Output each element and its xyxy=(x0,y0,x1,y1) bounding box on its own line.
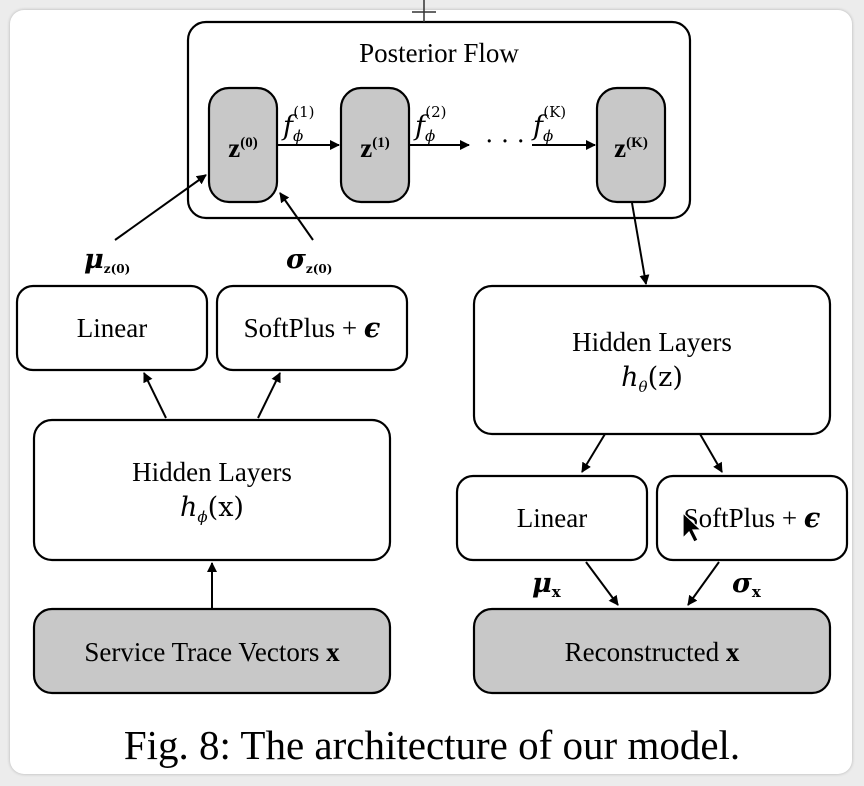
encoder-linear-label: Linear xyxy=(77,313,147,343)
posterior-flow-box xyxy=(186,20,692,220)
output-reconstructed-label: Reconstructed x xyxy=(565,637,740,667)
encoder-softplus-label: SoftPlus + ϵ xyxy=(244,313,381,344)
latent-node-zK-label: z(K) xyxy=(614,133,648,163)
input-service-trace-box xyxy=(32,607,392,695)
enc-hidden-to-softplus-arrow xyxy=(257,372,281,419)
decoder-softplus-box xyxy=(655,474,849,562)
output-reconstructed-box xyxy=(472,607,832,695)
dec-hidden-to-softplus-arrow xyxy=(699,433,723,473)
latent-node-z1-label: z(1) xyxy=(360,133,389,163)
dec-linear-to-output-arrow xyxy=(585,561,619,606)
encoder-hidden-title: Hidden Layers xyxy=(132,457,292,487)
sigma-to-z0-arrow xyxy=(279,192,314,241)
transform-label-K: fϕ(K) xyxy=(531,103,566,145)
sigma-x-label: σx xyxy=(732,568,762,601)
encoder-hidden-layers-box xyxy=(32,418,392,562)
decoder-softplus-label: SoftPlus + ϵ xyxy=(684,503,821,534)
decoder-hidden-fn: hθ(z) xyxy=(621,362,683,396)
mu-to-z0-arrow xyxy=(114,174,207,241)
crosshair-cursor-icon xyxy=(412,0,436,22)
enc-hidden-to-linear-arrow xyxy=(143,372,167,419)
posterior-flow-title: Posterior Flow xyxy=(359,38,519,68)
dec-hidden-to-linear-arrow xyxy=(581,433,606,473)
encoder-linear-box xyxy=(15,284,209,372)
transform-label-1: fϕ(1) xyxy=(281,103,314,145)
zK-to-dec-hidden-arrow xyxy=(631,202,650,285)
flow-ellipsis: · · · xyxy=(485,126,525,156)
mu-z0-label: μz(0) xyxy=(84,244,130,276)
decoder-hidden-layers-box xyxy=(472,284,832,436)
latent-node-zK xyxy=(595,86,667,204)
encoder-softplus-box xyxy=(215,284,409,372)
decoder-hidden-title: Hidden Layers xyxy=(572,327,732,357)
sigma-z0-label: σz(0) xyxy=(286,244,332,276)
latent-node-z0-label: z(0) xyxy=(228,133,257,163)
decoder-linear-label: Linear xyxy=(517,503,587,533)
dec-softplus-to-output-arrow xyxy=(687,561,720,606)
mouse-pointer-icon xyxy=(682,511,703,543)
decoder-linear-box xyxy=(455,474,649,562)
encoder-hidden-fn: hϕ(x) xyxy=(180,492,244,526)
input-service-trace-label: Service Trace Vectors x xyxy=(84,637,340,667)
transform-label-2: fϕ(2) xyxy=(413,103,446,145)
mu-x-label: μx xyxy=(532,568,562,601)
figure-caption: Fig. 8: The architecture of our model. xyxy=(124,722,740,768)
